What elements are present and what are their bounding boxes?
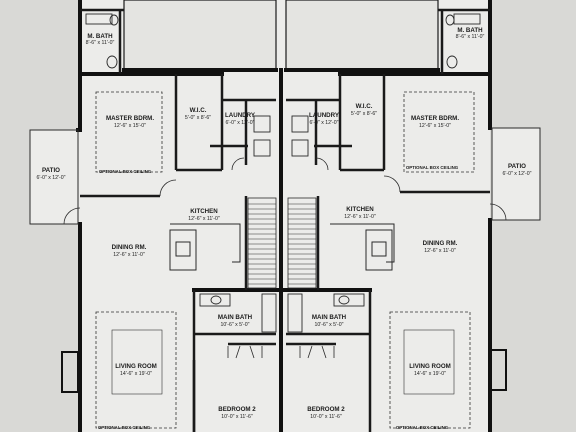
room-name: KITCHEN — [346, 206, 374, 213]
room-name: LIVING ROOM — [409, 363, 451, 370]
room-name: MASTER BDRM. — [106, 115, 154, 122]
interior-walls — [80, 8, 490, 432]
room-name: LIVING ROOM — [115, 363, 157, 370]
left-unit-labels: M. BATH 8'-6" x 11'-0" MASTER BDRM. 12'-… — [36, 33, 256, 430]
fixtures — [85, 13, 481, 333]
room-dims: 12'-6" x 15'-0" — [419, 123, 451, 129]
room-dims: 6'-0" x 12'-0" — [502, 171, 531, 177]
room-dims: 5'-0" x 8'-6" — [185, 115, 211, 121]
stair-treads-right — [288, 203, 316, 285]
box-ceiling-note: OPTIONAL BOX CEILING — [406, 165, 459, 170]
room-dims: 12'-6" x 11'-0" — [188, 216, 220, 222]
room-name: PATIO — [42, 167, 60, 174]
room-name: W.I.C. — [356, 103, 373, 110]
room-dims: 14'-6" x 19'-0" — [414, 371, 446, 377]
room-dims: 6'-0" x 12'-0" — [36, 175, 65, 181]
room-name: DINING RM. — [112, 244, 147, 251]
stairs-left — [247, 197, 277, 289]
door-swings — [63, 157, 507, 359]
stairs-right — [287, 197, 317, 289]
box-ceilings — [95, 91, 475, 429]
room-dims: 10'-6" x 5'-0" — [314, 322, 343, 328]
room-dims: 12'-6" x 11'-0" — [113, 252, 145, 258]
garage-blocks — [123, 0, 439, 71]
room-dims: 10'-0" x 11'-6" — [221, 414, 253, 420]
room-dims: 14'-6" x 19'-0" — [120, 371, 152, 377]
room-name: M. BATH — [87, 33, 113, 40]
room-dims: 10'-0" x 11'-6" — [310, 414, 342, 420]
room-name: MASTER BDRM. — [411, 115, 459, 122]
room-name: KITCHEN — [190, 208, 218, 215]
exterior-walls — [76, 0, 492, 432]
kitchen-counters — [169, 223, 395, 271]
room-name: BEDROOM 2 — [307, 406, 345, 413]
room-name: M. BATH — [457, 27, 483, 34]
room-dims: 12'-6" x 11'-0" — [424, 248, 456, 254]
room-name: LAUNDRY — [309, 112, 340, 119]
patios — [29, 127, 541, 225]
room-dims: 8'-6" x 11'-0" — [86, 40, 115, 46]
room-dims: 12'-6" x 15'-0" — [114, 123, 146, 129]
box-ceiling-note: OPTIONAL BOX CEILING — [98, 425, 151, 430]
box-ceilings-inner — [111, 329, 455, 395]
room-dims: 12'-6" x 11'-0" — [344, 214, 376, 220]
room-name: BEDROOM 2 — [218, 406, 256, 413]
room-name: MAIN BATH — [312, 314, 347, 321]
right-unit-labels: M. BATH 8'-6" x 11'-0" MASTER BDRM. 12'-… — [307, 27, 531, 430]
room-dims: 6'-0" x 12'-0" — [309, 120, 338, 126]
box-ceiling-note: OPTIONAL BOX CEILING — [396, 425, 449, 430]
porch-lights — [61, 349, 507, 393]
room-name: MAIN BATH — [218, 314, 253, 321]
room-dims: 6'-0" x 12'-0" — [225, 120, 254, 126]
room-name: PATIO — [508, 163, 526, 170]
room-name: W.I.C. — [190, 107, 207, 114]
room-name: LAUNDRY — [225, 112, 256, 119]
stair-treads-left — [248, 203, 276, 285]
interior-fill — [30, 0, 540, 432]
room-dims: 8'-6" x 11'-0" — [456, 34, 485, 40]
room-dims: 10'-6" x 5'-0" — [220, 322, 249, 328]
box-ceiling-note: OPTIONAL BOX CEILING — [99, 169, 152, 174]
room-dims: 5'-0" x 8'-6" — [351, 111, 377, 117]
room-name: DINING RM. — [423, 240, 458, 247]
